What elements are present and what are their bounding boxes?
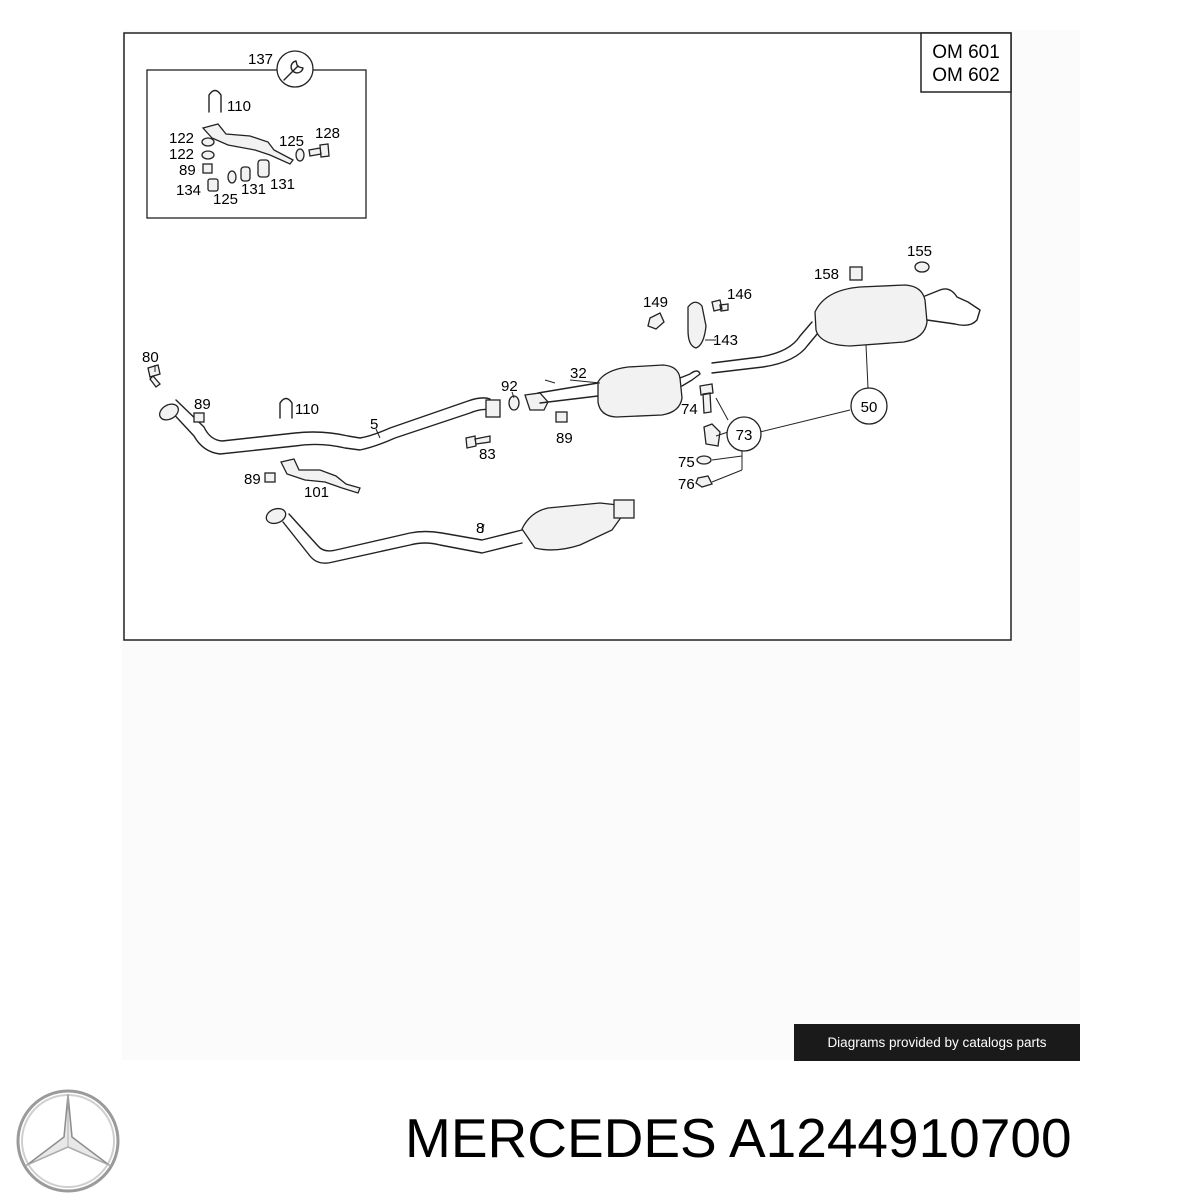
callout-155: 155 (907, 243, 932, 260)
rubber-mount-158 (849, 266, 863, 281)
callout-101: 101 (304, 484, 329, 501)
rubber-mount-part (207, 178, 219, 192)
callout-circle-50 (850, 387, 888, 425)
callout-89-b: 89 (194, 396, 211, 413)
rear-silencer-part (814, 284, 981, 347)
callout-128: 128 (315, 125, 340, 142)
wrench-icon (283, 60, 304, 81)
u-bolt-part (208, 89, 222, 113)
callout-76: 76 (678, 476, 695, 493)
callout-89-c: 89 (244, 471, 261, 488)
callout-137: 137 (248, 51, 273, 68)
nut-part-89-b (264, 472, 276, 483)
callout-75: 75 (678, 454, 695, 471)
callout-50: 50 (861, 399, 878, 416)
bracket-part (201, 123, 294, 165)
part-number-title: MERCEDES A1244910700 (405, 1107, 1072, 1169)
callout-134: 134 (176, 182, 201, 199)
callout-125-a: 125 (213, 191, 238, 208)
callout-146: 146 (727, 286, 752, 303)
callout-73: 73 (736, 427, 753, 444)
bolt-part-83 (465, 435, 491, 449)
callout-89-d: 89 (556, 430, 573, 447)
callout-110-b: 110 (295, 401, 319, 418)
washer-part-b (201, 150, 215, 160)
engine-box: OM 601 OM 602 (920, 32, 1012, 93)
nut-part-a (202, 163, 213, 174)
callout-158: 158 (814, 266, 839, 283)
callout-8: 8 (476, 520, 484, 537)
mercedes-star-logo-icon (16, 1089, 120, 1193)
callout-5: 5 (370, 416, 378, 433)
engine-code-2: OM 602 (932, 65, 1000, 86)
bolt-part-149 (647, 312, 665, 330)
engine-code-1: OM 601 (932, 42, 1000, 63)
callout-80: 80 (142, 349, 159, 366)
callout-89-inset: 89 (179, 162, 196, 179)
clamp-part-92 (508, 395, 520, 411)
bolt-part-146 (711, 299, 729, 312)
callout-32: 32 (570, 365, 587, 382)
flange-part (159, 403, 179, 421)
ring-part-155 (914, 261, 930, 273)
bushing-part-b (257, 159, 270, 178)
callout-92: 92 (501, 378, 518, 395)
pipe-end-part (485, 399, 501, 418)
u-bolt-part-b (279, 397, 293, 419)
rubber-hanger-143 (687, 301, 707, 349)
callout-110-inset: 110 (227, 98, 251, 115)
leader-lines (154, 339, 869, 534)
washer-part-75 (696, 455, 712, 465)
callout-circle-73 (726, 416, 762, 452)
bolt-part-a (308, 143, 330, 158)
repair-kit-inset: 137 110 122 122 89 134 125 131 131 125 1… (146, 50, 367, 219)
clamp-part-73 (703, 423, 721, 447)
callout-83: 83 (479, 446, 496, 463)
intermediate-pipe-part (711, 321, 813, 364)
exhaust-parts-diagram: OM 601 OM 602 137 110 122 122 89 134 125… (123, 32, 1012, 641)
callout-122-a: 122 (169, 130, 194, 147)
callout-74: 74 (681, 401, 698, 418)
callout-122-b: 122 (169, 146, 194, 163)
bolt-part-74 (699, 383, 714, 414)
callout-125-b: 125 (279, 133, 304, 150)
middle-silencer-part (537, 364, 701, 418)
intermediate-pipe-part-b (711, 332, 819, 374)
nut-part-89 (193, 412, 205, 423)
catalyst-pipe-part (265, 499, 635, 564)
bracket-part-101 (280, 458, 361, 494)
callout-131-b: 131 (270, 176, 295, 193)
washer-part-c (227, 170, 237, 184)
callout-149: 149 (643, 294, 668, 311)
washer-part-d (295, 148, 305, 162)
bushing-part-a (240, 166, 251, 182)
nut-part-89-c (555, 411, 568, 423)
nut-part-76 (695, 475, 713, 488)
diagram-credit-banner: Diagrams provided by catalogs parts (794, 1024, 1080, 1061)
washer-part-a (201, 137, 215, 147)
front-pipe-part (159, 397, 501, 455)
callout-143: 143 (713, 332, 738, 349)
callout-131-a: 131 (241, 181, 266, 198)
